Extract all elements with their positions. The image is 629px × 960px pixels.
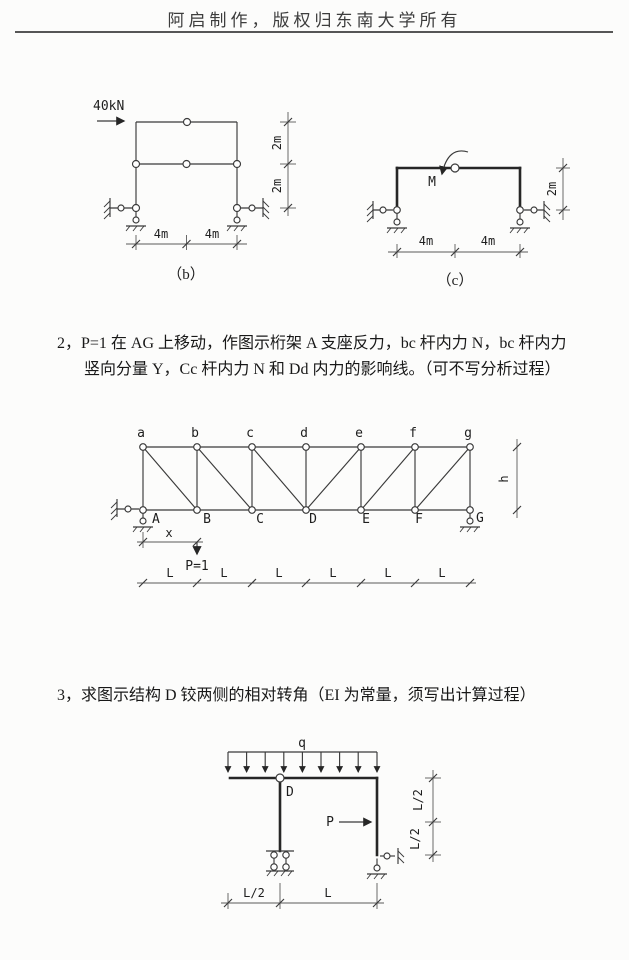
truss-members [142, 446, 471, 511]
caption-b: （b） [167, 266, 205, 283]
dim-label-4m-right: 4m [205, 227, 219, 241]
dim-label-bottom-right: L [324, 886, 331, 900]
span-dimension: L L L L L L [137, 566, 476, 588]
support-g-icon [459, 513, 480, 533]
svg-text:G: G [476, 511, 484, 526]
page-header-title: 阿启制作，版权归东南大学所有 [167, 11, 462, 30]
force-label: 40kN [93, 99, 124, 114]
dim-label-2m-lower: 2m [270, 179, 284, 193]
moment-arrow-icon [439, 150, 469, 176]
x-dimension: x [137, 526, 203, 548]
svg-text:L: L [220, 566, 227, 580]
hinge-label: D [286, 785, 294, 800]
horizontal-dimension: 4m 4m [388, 234, 528, 258]
frame-members [395, 166, 522, 212]
header-rule [15, 31, 613, 33]
frame-3-diagram: q D [221, 736, 441, 909]
right-support-icon [366, 848, 405, 880]
svg-text:f: f [409, 426, 417, 441]
svg-text:A: A [152, 512, 160, 527]
left-support-icon [366, 201, 407, 234]
diagram-c-frame: M 2m 4m [366, 150, 570, 289]
truss-diagram: a b c d e f g A B C D E F G [110, 426, 522, 588]
right-dimension: L/2 L/2 [408, 770, 441, 862]
svg-text:b: b [191, 426, 199, 441]
svg-text:E: E [362, 512, 370, 527]
hinge-icon [450, 163, 460, 173]
problem3-text-line1: 3，求图示结构 D 铰两侧的相对转角（EI 为常量，须写出计算过程） [57, 687, 536, 704]
right-support-icon [226, 198, 270, 232]
problem2-text-line1: 2，P=1 在 AG 上移动，作图示桁架 A 支座反力，bc 杆内力 N，bc … [57, 335, 567, 352]
caption-c: （c） [437, 272, 474, 289]
dim-label-4m-left: 4m [419, 234, 433, 248]
horizontal-dimension: 4m 4m [126, 227, 247, 250]
svg-text:D: D [309, 512, 317, 527]
svg-text:d: d [300, 426, 308, 441]
distributed-load-icon [224, 751, 381, 774]
hinge-icons [131, 117, 242, 213]
force-label: P [326, 815, 334, 830]
bottom-dimension: L/2 L [221, 883, 384, 909]
svg-text:L: L [438, 566, 445, 580]
load-label: P=1 [185, 559, 208, 574]
svg-text:c: c [246, 426, 254, 441]
svg-text:g: g [464, 426, 472, 441]
dim-label-right-bottom: L/2 [408, 828, 422, 850]
distributed-load-label: q [298, 736, 306, 751]
moment-label: M [428, 175, 436, 190]
dim-label-h: h [497, 475, 511, 482]
svg-text:L: L [384, 566, 391, 580]
top-node-labels: a b c d e f g [137, 426, 472, 441]
truss-node-icons [139, 443, 474, 514]
svg-text:C: C [256, 512, 264, 527]
diagram-b-frame: 40kN [93, 99, 296, 283]
height-dimension: h [497, 439, 522, 518]
left-support-icon [103, 198, 146, 232]
svg-text:B: B [203, 512, 211, 527]
svg-text:a: a [137, 426, 145, 441]
hinge-d-icon [275, 773, 285, 783]
svg-text:e: e [355, 426, 363, 441]
dim-label-4m-right: 4m [481, 234, 495, 248]
right-support-icon [509, 201, 551, 234]
bottom-node-labels: A B C D E F G [152, 511, 484, 527]
frame-members [228, 776, 379, 857]
dim-label-4m-left: 4m [154, 227, 168, 241]
svg-text:F: F [415, 512, 423, 527]
left-double-link-support-icon [266, 850, 294, 877]
dim-label-2m: 2m [545, 182, 559, 196]
dim-label-x: x [165, 526, 172, 540]
problem2-text-line2: 竖向分量 Y，Cc 杆内力 N 和 Dd 内力的影响线。（可不写分析过程） [84, 361, 561, 378]
support-a-icon [110, 499, 153, 533]
vertical-dimension: 2m [545, 158, 570, 220]
vertical-dimension: 2m 2m [270, 112, 296, 216]
svg-text:L: L [329, 566, 336, 580]
dim-label-2m-upper: 2m [270, 136, 284, 150]
svg-text:L: L [166, 566, 173, 580]
dim-label-right-top: L/2 [411, 789, 425, 811]
svg-text:L: L [275, 566, 282, 580]
dim-label-bottom-left: L/2 [243, 886, 265, 900]
